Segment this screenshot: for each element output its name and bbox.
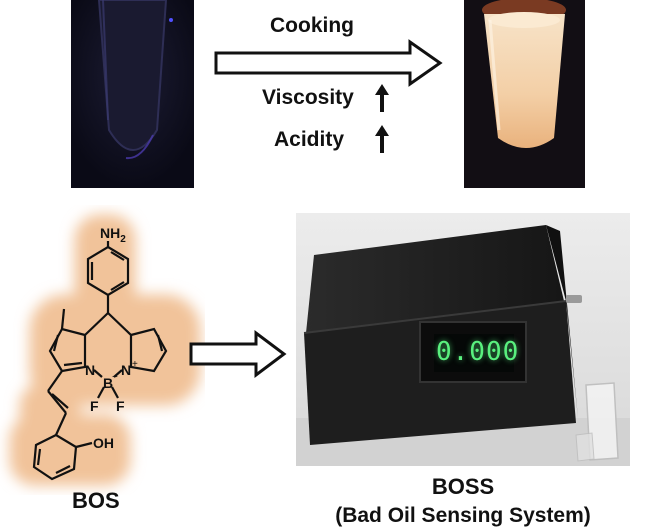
fresh-oil-tube-photo (71, 0, 194, 188)
acidity-label: Acidity (274, 128, 345, 151)
hydroxyl-label: OH (93, 435, 114, 451)
boss-full-name: (Bad Oil Sensing System) (335, 504, 591, 527)
nitrogen-right-label: N (121, 362, 131, 378)
cooking-arrow (214, 39, 443, 87)
viscosity-label: Viscosity (262, 86, 354, 109)
molecule-atoms: NH2 N N B F F OH (85, 225, 131, 451)
boss-label: BOSS (431, 474, 495, 499)
bos-molecule-structure: NH2 N N B F F OH − + (9, 214, 201, 486)
nitrogen-charge: + (132, 359, 138, 370)
boss-device-photo: 0.000 (296, 213, 630, 466)
boss-display-readout: 0.000 (436, 337, 520, 367)
boss-device-image (296, 213, 630, 466)
fluorescence-glow (9, 214, 201, 486)
nitrogen-left-label: N (85, 362, 95, 378)
cooked-oil-tube-image (464, 0, 585, 188)
fresh-oil-tube-image (71, 0, 194, 188)
cooking-label: Cooking (270, 14, 354, 37)
fluorine-right-label: F (116, 398, 125, 414)
bos-label: BOS (72, 488, 120, 513)
amine-label: NH2 (100, 225, 126, 245)
molecule-bonds (32, 241, 168, 481)
fluorine-left-label: F (90, 398, 99, 414)
boron-charge: − (112, 372, 118, 383)
cooked-oil-tube-photo (464, 0, 585, 188)
boron-label: B (103, 375, 113, 391)
sensor-arrow (189, 330, 287, 378)
acidity-up-arrow-icon (375, 125, 389, 153)
boss-caption: BOSS (Bad Oil Sensing System) (296, 472, 630, 530)
viscosity-up-arrow-icon (375, 84, 389, 112)
